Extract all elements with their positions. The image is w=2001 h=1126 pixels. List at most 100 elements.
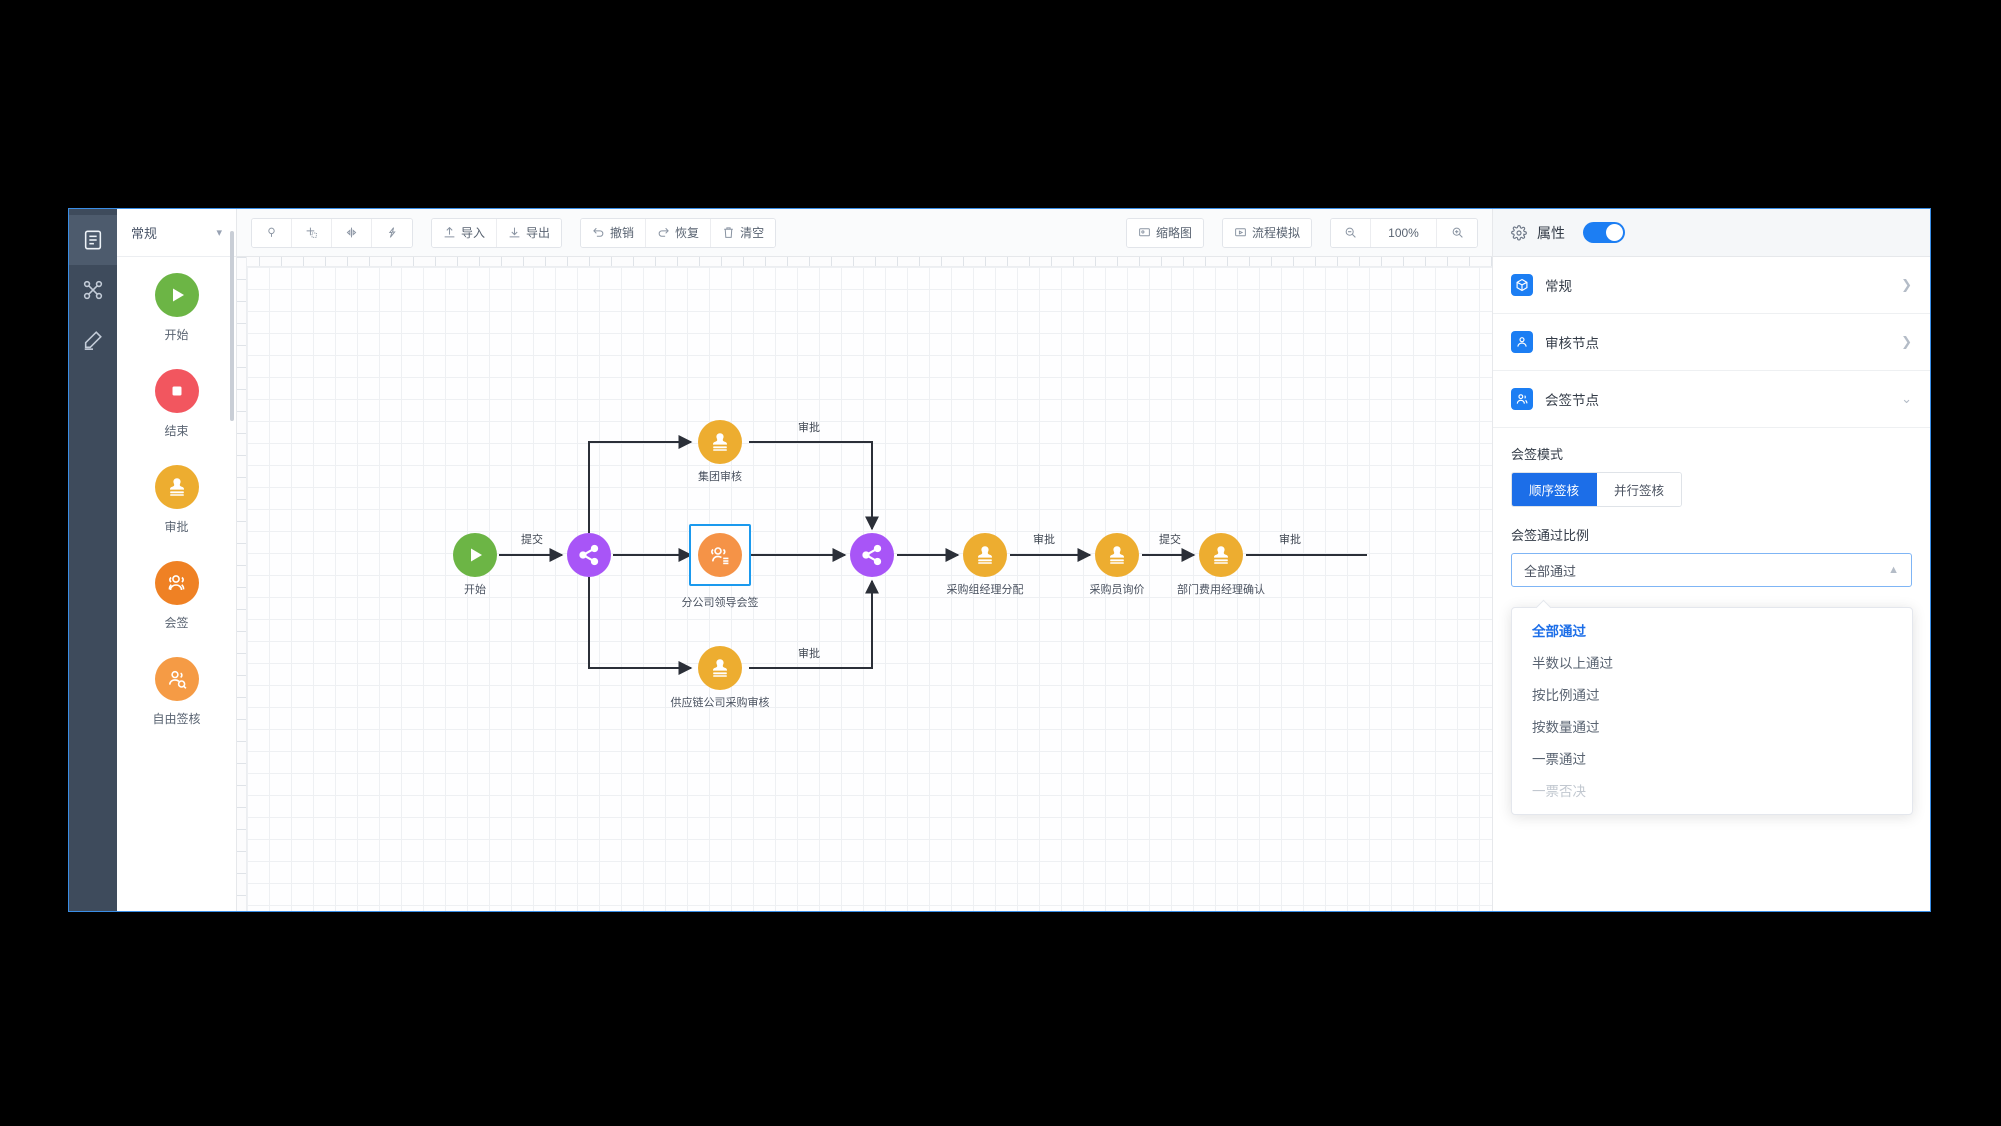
group-free-icon	[154, 657, 199, 701]
zoom-out-icon	[1344, 226, 1357, 239]
flow-node-start[interactable]: 开始	[453, 533, 497, 596]
flow-node-label: 采购员询价	[1089, 584, 1145, 596]
export-button[interactable]: 导出	[497, 218, 562, 247]
rail-item-form-panel[interactable]	[69, 215, 117, 265]
flow-node-gateway-1[interactable]	[567, 533, 611, 577]
distribute-icon	[305, 226, 318, 239]
import-button[interactable]: 导入	[432, 218, 498, 247]
palette-group-header[interactable]: 常规 ▾	[117, 209, 236, 257]
dropdown-option-majority-pass[interactable]: 半数以上通过	[1532, 656, 1613, 671]
zoom-level-value[interactable]: 100%	[1371, 218, 1437, 247]
connector-button[interactable]	[372, 218, 412, 247]
palette-item-label: 自由签核	[152, 712, 201, 726]
properties-header: 属性	[1493, 209, 1930, 257]
rail-item-flow-panel[interactable]	[69, 265, 117, 315]
palette-item-free-sign[interactable]: 自由签核	[117, 657, 236, 727]
share-icon	[850, 533, 894, 577]
align-button[interactable]	[252, 218, 292, 247]
user-icon	[1511, 331, 1533, 353]
flow-node-branch-countersign[interactable]: 分公司领导会签	[682, 524, 759, 609]
ruler-top	[237, 257, 1492, 267]
properties-panel: 属性 常规 ❯ 审核节点 ❯	[1492, 209, 1930, 911]
flow-node-buyer-quote[interactable]: 采购员询价	[1090, 533, 1145, 596]
chevron-right-icon: ❯	[1901, 334, 1912, 349]
palette-group-label: 常规	[131, 226, 158, 241]
canvas-viewport[interactable]: 开始	[237, 257, 1492, 911]
properties-title: 属性	[1537, 224, 1565, 241]
edge-label: 提交	[1159, 534, 1181, 546]
flow-node-purchase-assign[interactable]: 采购组经理分配	[947, 533, 1024, 596]
chevron-right-icon: ❯	[1901, 277, 1912, 292]
canvas-area: 导入 导出	[237, 209, 1492, 911]
prop-section-label: 会签节点	[1545, 393, 1599, 408]
mode-option-parallel[interactable]: 并行签核	[1597, 473, 1682, 506]
zoom-in-icon	[1451, 226, 1464, 239]
trash-icon	[722, 226, 735, 239]
cube-icon	[1511, 274, 1533, 296]
stamp-icon	[1199, 533, 1243, 577]
left-icon-rail	[69, 209, 117, 911]
thumbnail-icon	[1138, 226, 1151, 239]
flow-node-label: 供应链公司采购审核	[670, 697, 770, 709]
zoom-in-button[interactable]	[1437, 218, 1477, 247]
group-icon	[154, 561, 199, 605]
flow-node-label: 采购组经理分配	[946, 584, 1024, 596]
thumbnail-button[interactable]: 缩略图	[1126, 218, 1203, 247]
palette-scrollbar[interactable]	[230, 231, 234, 421]
import-icon	[443, 226, 456, 239]
edge-label: 审批	[1033, 534, 1055, 546]
group-icon	[698, 533, 742, 577]
mode-option-sequential[interactable]: 顺序签核	[1512, 473, 1598, 506]
flow-node-gateway-2[interactable]	[850, 533, 894, 577]
flow-node-dept-confirm[interactable]: 部门费用经理确认	[1177, 533, 1265, 596]
prop-section-countersign-node[interactable]: 会签节点 ⌄	[1493, 371, 1930, 428]
dropdown-option-all-pass[interactable]: 全部通过	[1532, 624, 1586, 639]
flow-node-label: 部门费用经理确认	[1177, 584, 1265, 596]
redo-button[interactable]: 恢复	[646, 218, 712, 247]
ratio-dropdown: 全部通过 半数以上通过 按比例通过 按数量通过 一票通过 一票否决	[1511, 607, 1913, 815]
simulate-button[interactable]: 流程模拟	[1222, 218, 1311, 247]
simulate-label: 流程模拟	[1251, 226, 1300, 240]
mirror-icon	[345, 226, 358, 239]
prop-section-approval-node[interactable]: 审核节点 ❯	[1493, 314, 1930, 371]
mode-field-label: 会签模式	[1511, 447, 1564, 462]
document-icon	[82, 229, 104, 251]
flow-node-group-review[interactable]: 集团审核	[698, 420, 742, 483]
prop-section-general[interactable]: 常规 ❯	[1493, 257, 1930, 314]
clear-button[interactable]: 清空	[711, 218, 776, 247]
prop-section-label: 常规	[1545, 279, 1572, 294]
canvas-toolbar: 导入 导出	[237, 209, 1492, 257]
dropdown-option-count-pass[interactable]: 按数量通过	[1532, 720, 1600, 735]
rail-item-design-panel[interactable]	[69, 315, 117, 365]
flow-edges	[499, 435, 1367, 675]
properties-toggle[interactable]	[1583, 222, 1625, 243]
thumbnail-label: 缩略图	[1155, 226, 1192, 240]
mirror-button[interactable]	[332, 218, 372, 247]
play-icon	[154, 273, 199, 317]
edge-label: 提交	[521, 534, 543, 546]
distribute-button[interactable]	[292, 218, 332, 247]
ratio-select-value: 全部通过	[1524, 563, 1577, 579]
zoom-out-button[interactable]	[1331, 218, 1371, 247]
palette-item-start[interactable]: 开始	[117, 273, 236, 343]
toolbar-history-group: 撤销 恢复 清空	[580, 217, 777, 248]
export-icon	[508, 226, 521, 239]
undo-button[interactable]: 撤销	[581, 218, 647, 247]
stamp-icon	[154, 465, 199, 509]
dropdown-option-ratio-pass[interactable]: 按比例通过	[1532, 688, 1600, 703]
undo-label: 撤销	[610, 226, 635, 240]
import-label: 导入	[461, 226, 486, 240]
dropdown-option-single-pass[interactable]: 一票通过	[1532, 752, 1586, 767]
ratio-select[interactable]: 全部通过 ▲	[1511, 553, 1912, 587]
stamp-icon	[963, 533, 1007, 577]
dropdown-option-single-veto[interactable]: 一票否决	[1532, 784, 1586, 799]
stamp-icon	[1095, 533, 1139, 577]
flow-node-supply-review[interactable]: 供应链公司采购审核	[671, 646, 770, 709]
palette-item-countersign[interactable]: 会签	[117, 561, 236, 631]
mode-segmented-control: 顺序签核 并行签核	[1511, 472, 1683, 507]
toolbar-thumbnail-group: 缩略图	[1125, 217, 1204, 248]
shape-palette: 常规 ▾ 开始 结束	[117, 209, 237, 911]
palette-item-approve[interactable]: 审批	[117, 465, 236, 535]
palette-item-end[interactable]: 结束	[117, 369, 236, 439]
flow-canvas[interactable]: 开始	[247, 267, 1492, 911]
